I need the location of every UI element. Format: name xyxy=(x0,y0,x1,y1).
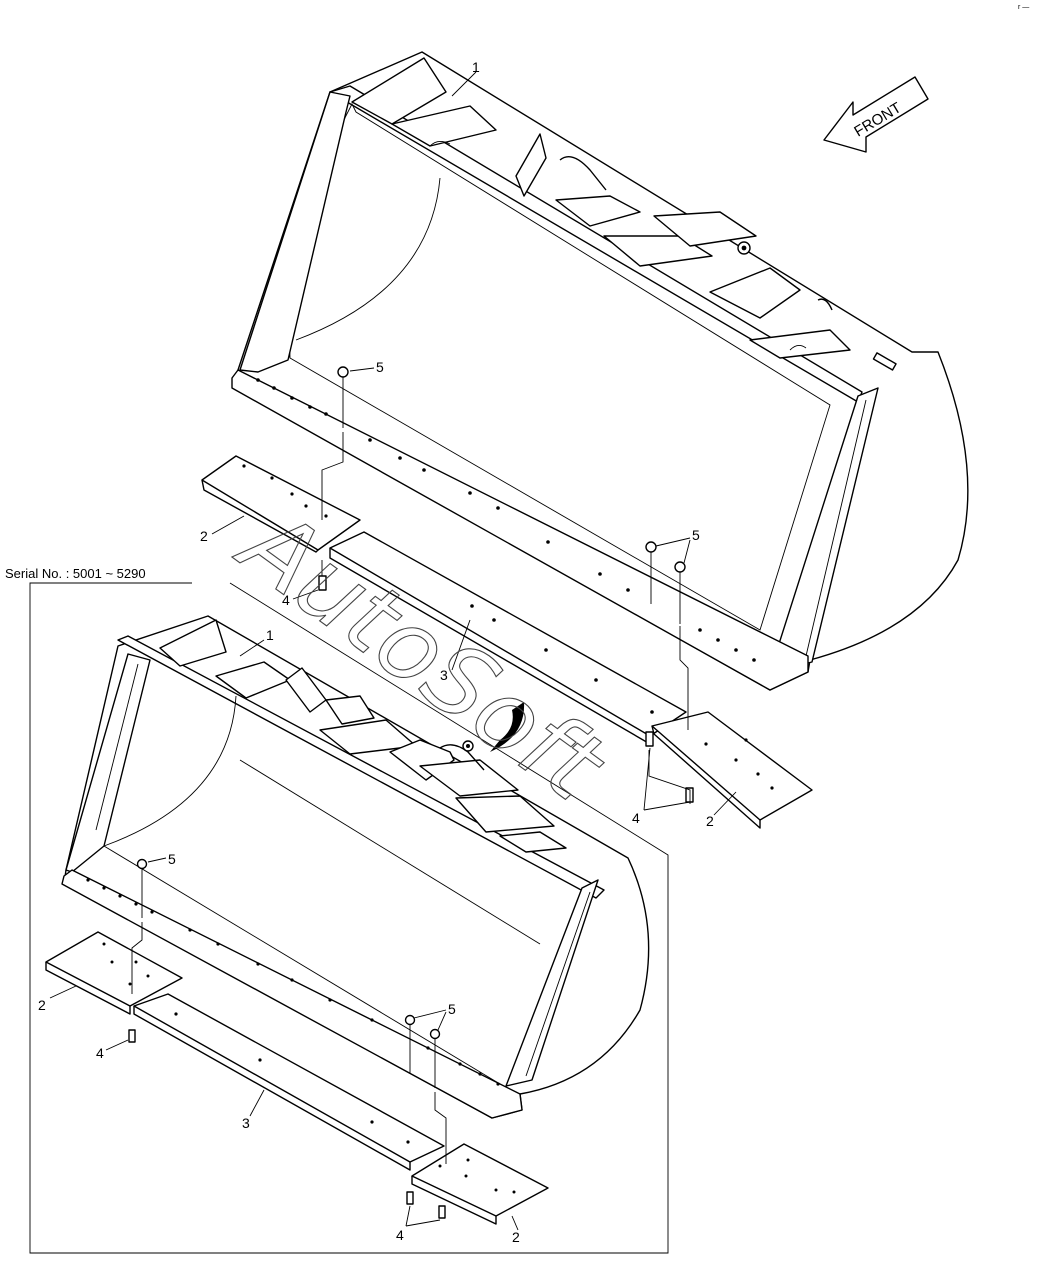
lower-callout-bolt-right: 4 xyxy=(396,1227,404,1243)
lower-parts xyxy=(45,858,549,1225)
upper-callout-nut-left: 5 xyxy=(376,359,384,375)
lower-callout-end-bit-left: 2 xyxy=(38,997,46,1013)
upper-bolt-holes xyxy=(256,378,756,662)
upper-callout-nut-right: 5 xyxy=(692,527,700,543)
lower-callout-cutting-edge: 3 xyxy=(242,1115,250,1131)
lower-callouts: 1 5 5 2 4 3 4 2 xyxy=(38,627,520,1245)
upper-callout-end-bit-left: 2 xyxy=(200,528,208,544)
lower-callout-nut-left: 5 xyxy=(168,851,176,867)
upper-bolt-left xyxy=(318,560,327,591)
upper-callouts: 1 5 5 2 4 3 4 2 xyxy=(200,59,737,829)
serial-variant-frame xyxy=(29,582,669,1254)
lower-callout-end-bit-right: 2 xyxy=(512,1229,520,1245)
lower-bolt-holes xyxy=(86,878,500,1086)
upper-callout-cutting-edge: 3 xyxy=(440,667,448,683)
lower-callout-bucket: 1 xyxy=(266,627,274,643)
lower-callout-bolt-left: 4 xyxy=(96,1045,104,1061)
upper-callout-bucket: 1 xyxy=(472,59,480,75)
upper-bolt-right-a xyxy=(645,731,654,747)
serial-range-label: Serial No. : 5001 ~ 5290 xyxy=(5,566,146,581)
variant-arrow xyxy=(490,702,525,752)
upper-callout-end-bit-right: 2 xyxy=(706,813,714,829)
upper-callout-bolt-right: 4 xyxy=(632,810,640,826)
upper-callout-bolt-left: 4 xyxy=(282,592,290,608)
upper-nut-left xyxy=(337,366,349,378)
upper-nut-right-a xyxy=(645,541,657,553)
upper-bucket xyxy=(231,51,969,691)
lower-bucket xyxy=(61,615,650,1119)
corner-mark: r — xyxy=(1018,4,1029,11)
lower-callout-nut-right: 5 xyxy=(448,1001,456,1017)
upper-nut-right-b xyxy=(674,561,686,573)
front-arrow: FRONT xyxy=(823,76,929,153)
upper-parts xyxy=(201,366,813,829)
